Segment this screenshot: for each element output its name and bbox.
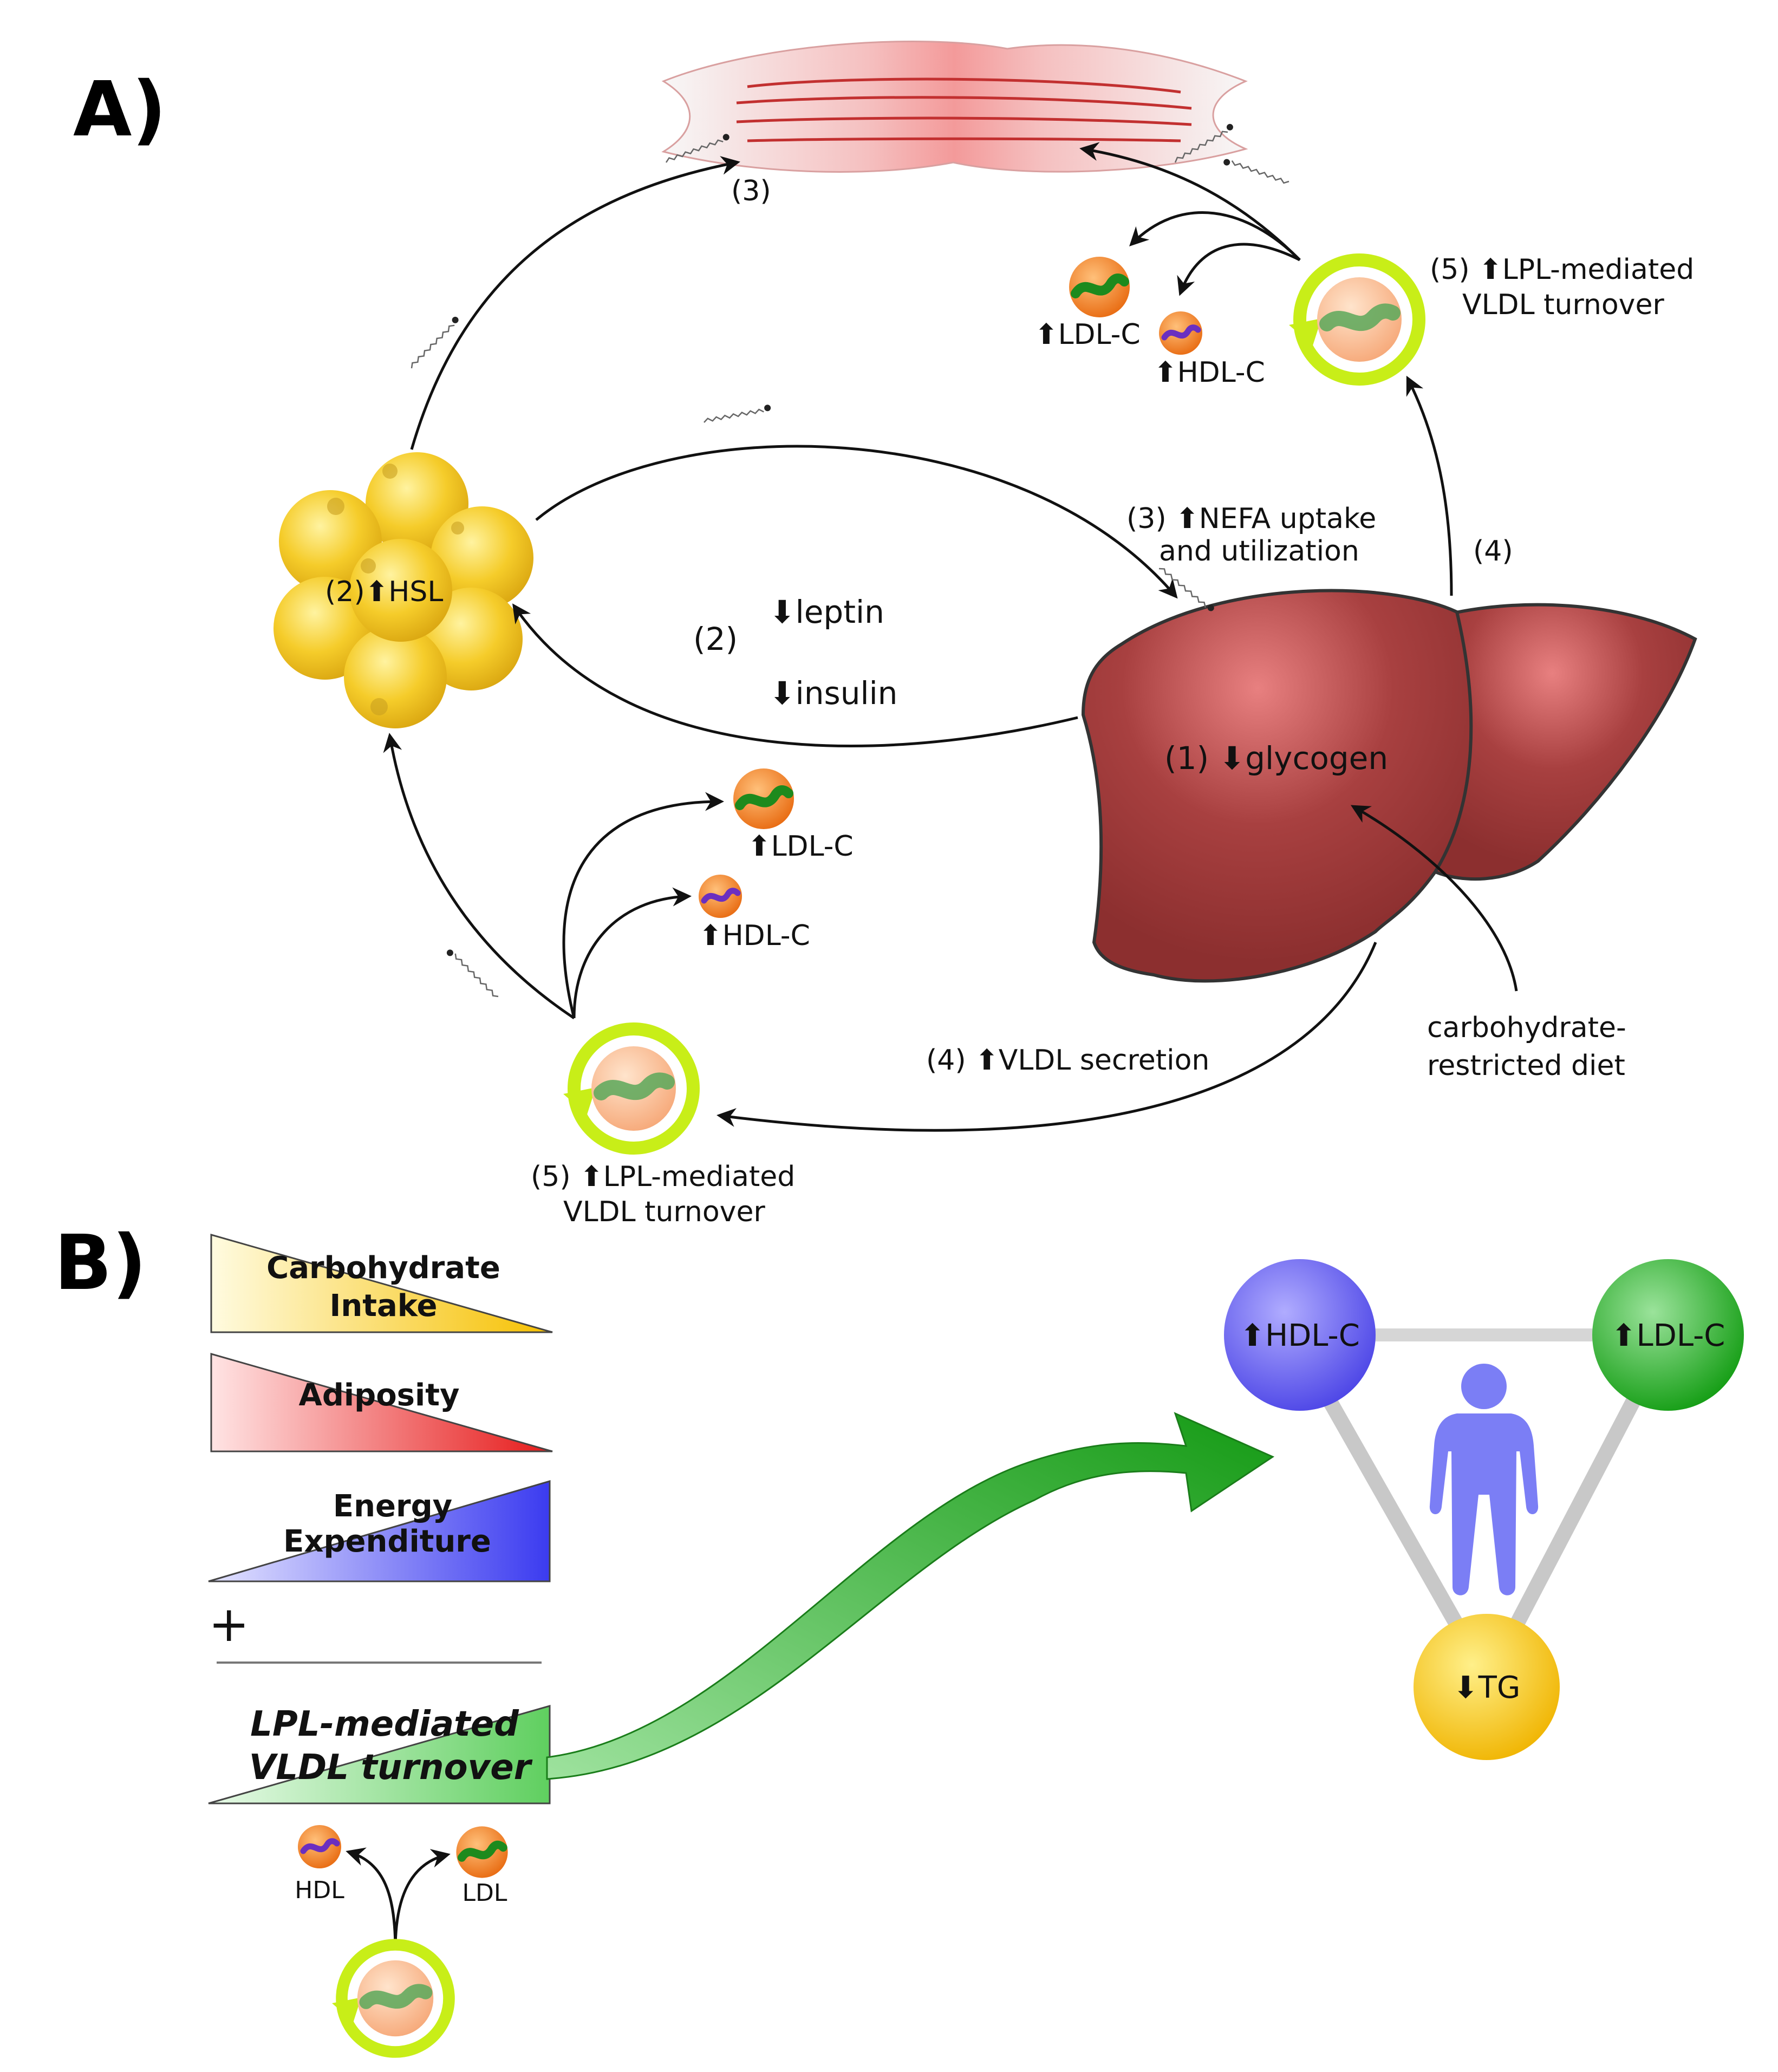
glycogen-label: (1) ⬇glycogen: [1164, 740, 1388, 777]
carbohydrate-label-line1: Carbohydrate: [266, 1250, 500, 1286]
energy-expenditure-wedge: [208, 1480, 551, 1582]
lpl-wedge-label-line2: VLDL turnover: [249, 1748, 533, 1788]
ldl-ball-label: ⬆LDL-C: [1611, 1318, 1725, 1353]
liver-to-lpl-top-arrow: [1406, 375, 1453, 596]
lpl-top-label-line2: VLDL turnover: [1462, 289, 1664, 321]
fatty-acid-icon: [702, 403, 772, 423]
energy-label-line1: Energy: [333, 1489, 452, 1524]
liver-illustration: [1081, 589, 1697, 983]
leptin-label: ⬇leptin: [769, 594, 884, 630]
ldl-particle-legend-icon: [456, 1826, 507, 1878]
ldl-top-label: ⬆LDL-C: [1034, 318, 1141, 351]
muscle-illustration: [661, 41, 1248, 173]
plus-sign: +: [209, 1596, 249, 1653]
ldl-tg-connector: [1509, 1383, 1648, 1628]
fatty-acid-icon: [406, 315, 461, 369]
lpl-bottom-to-hdl-arrow: [572, 887, 692, 1019]
fatty-acid-icon: [445, 947, 499, 1002]
adipose-tissue-illustration: [273, 452, 533, 728]
fatty-acid-icon: [1222, 157, 1290, 188]
lpl-turnover-wedge: [208, 1705, 551, 1804]
vldl-turnover-legend-icon: [332, 1945, 449, 2052]
ldl-particle-top-icon: [1069, 257, 1130, 317]
adiposity-wedge: [210, 1353, 553, 1452]
vldl-turnover-top-icon: [1289, 260, 1419, 379]
legend-to-hdl-arrow: [346, 1847, 397, 1950]
lpl-top-to-hdl-arrow: [1177, 243, 1301, 296]
effect-arrow: [546, 1412, 1275, 1780]
lpl-top-label-line1: (5) ⬆LPL-mediated: [1430, 253, 1694, 286]
diet-label-line1: carbohydrate-: [1427, 1012, 1626, 1044]
hdl-ball-label: ⬆HDL-C: [1240, 1318, 1360, 1353]
diet-to-liver-arrow: [1350, 805, 1518, 992]
step2-label: (2): [693, 621, 738, 657]
nefa-label-line2: and utilization: [1159, 535, 1359, 568]
ldl-legend-label: LDL: [463, 1879, 507, 1907]
hdl-particle-legend-icon: [298, 1825, 341, 1868]
hdl-particle-bottom-icon: [699, 875, 742, 918]
adipose-to-liver-arrow: [535, 445, 1178, 599]
lpl-bottom-label-line2: VLDL turnover: [563, 1196, 765, 1228]
lpl-bottom-to-adipose-arrow: [383, 733, 575, 1020]
adiposity-label: Adiposity: [299, 1378, 460, 1413]
ldl-bottom-label: ⬆LDL-C: [747, 830, 854, 863]
liver-to-lpl-bottom-arrow: [717, 942, 1377, 1132]
legend-to-ldl-arrow: [394, 1849, 451, 1950]
lpl-wedge-label-line1: LPL-mediated: [250, 1704, 519, 1744]
hdl-top-label: ⬆HDL-C: [1154, 356, 1265, 389]
panel-a-label: A): [73, 66, 166, 154]
ldl-particle-bottom-icon: [733, 768, 794, 829]
panel-b-label: B): [54, 1219, 147, 1307]
insulin-label: ⬇insulin: [769, 675, 897, 712]
energy-label-line2: Expenditure: [283, 1524, 491, 1559]
liver-to-adipose-arrow: [512, 603, 1078, 747]
step4-top-label: (4): [1473, 535, 1513, 568]
tg-ball: [1414, 1614, 1560, 1760]
lpl-bottom-to-ldl-arrow: [562, 792, 724, 1019]
tg-ball-label: ⬇TG: [1453, 1670, 1521, 1705]
hsl-label: (2)⬆HSL: [325, 576, 443, 608]
hdl-tg-connector: [1314, 1383, 1464, 1628]
ldl-ball: [1592, 1259, 1744, 1411]
lpl-bottom-label-line1: (5) ⬆LPL-mediated: [531, 1161, 795, 1193]
lpl-top-to-ldl-arrow: [1129, 211, 1301, 261]
vldl-turnover-bottom-icon: [563, 1029, 693, 1148]
vldl-secretion-label: (4) ⬆VLDL secretion: [926, 1044, 1209, 1077]
hdl-bottom-label: ⬆HDL-C: [699, 920, 810, 952]
carbohydrate-label-line2: Intake: [330, 1288, 438, 1324]
nefa-label-line1: (3) ⬆NEFA uptake: [1126, 503, 1376, 535]
hdl-legend-label: HDL: [295, 1876, 344, 1904]
human-icon: [1429, 1364, 1539, 1595]
lpl-top-to-muscle-arrow: [1079, 142, 1301, 261]
carbohydrate-intake-wedge: [210, 1234, 553, 1333]
hdl-particle-top-icon: [1159, 311, 1202, 355]
muscle-step-label: (3): [731, 175, 771, 207]
hdl-ball: [1224, 1259, 1376, 1411]
adipose-to-muscle-arrow: [410, 156, 740, 450]
diet-label-line2: restricted diet: [1427, 1050, 1625, 1082]
